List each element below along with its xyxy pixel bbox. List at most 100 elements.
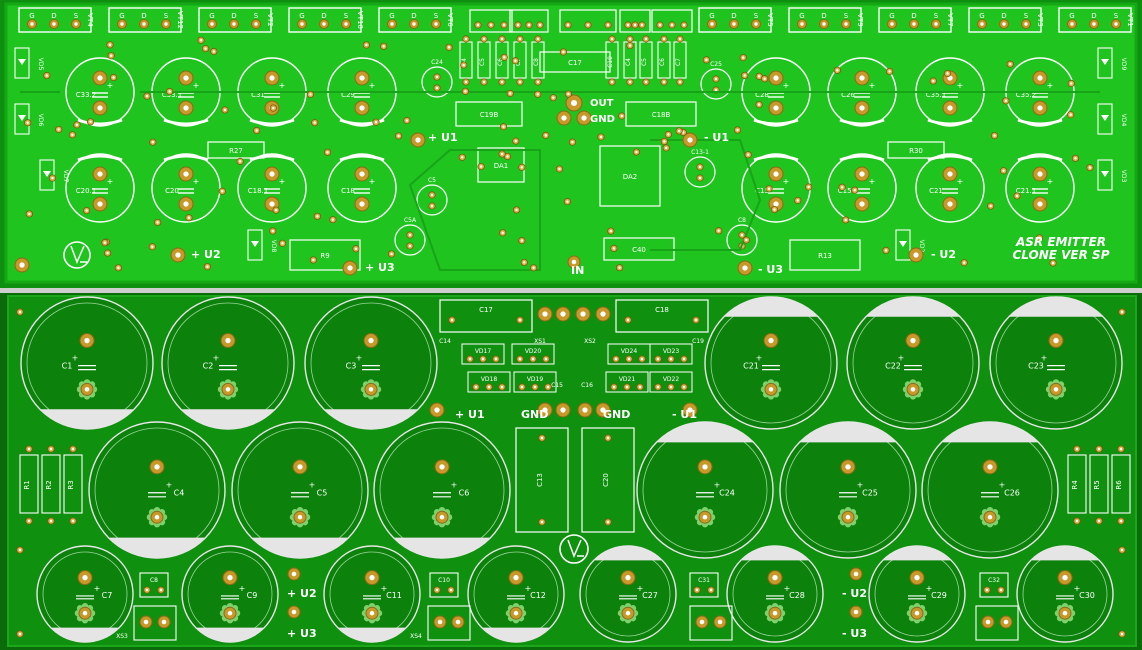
diode-bridge-outline <box>511 343 555 365</box>
terminal-block-outline <box>427 605 471 641</box>
drill-hole <box>84 337 90 344</box>
via-hole <box>670 23 674 27</box>
capacitor-label: C28 <box>789 591 805 600</box>
capacitor-label: C33.1 <box>162 91 182 99</box>
drill-hole <box>439 514 445 520</box>
connector-outline <box>968 7 1042 33</box>
via-hole <box>612 385 616 389</box>
trace <box>650 139 762 251</box>
polarity-mark: + <box>857 480 864 489</box>
pin-label: S <box>844 12 849 20</box>
diode-label: VD7 <box>62 170 69 183</box>
drill-hole <box>439 464 445 470</box>
diode-symbol <box>18 59 26 65</box>
drill-hole <box>225 387 231 392</box>
electrolytic-capacitor: C25+ <box>779 421 917 559</box>
drill-hole <box>625 610 631 616</box>
via-hole <box>736 128 739 132</box>
electrolytic-capacitor: C20+ <box>151 153 221 223</box>
drill-hole <box>297 514 303 520</box>
signature-line-2: CLONE VER SP <box>1012 248 1110 262</box>
drill-hole <box>560 311 566 317</box>
drill-hole <box>30 22 34 26</box>
drill-hole <box>434 22 438 26</box>
via-hole <box>487 385 491 389</box>
drill-hole <box>437 619 443 625</box>
drill-hole <box>561 115 567 121</box>
connector-label: XS3 <box>116 633 128 640</box>
part-label: C19B <box>480 111 499 119</box>
film-capacitor-outline <box>979 572 1009 598</box>
via-hole <box>682 385 686 389</box>
polarity-mark: + <box>1041 353 1048 362</box>
diode-symbol <box>251 241 259 247</box>
drill-hole <box>773 171 779 177</box>
drill-hole <box>845 514 851 520</box>
pin-label: S <box>74 12 79 20</box>
polarity-mark: + <box>356 353 363 362</box>
drill-hole <box>914 610 920 616</box>
diode-symbol <box>18 115 26 121</box>
via-hole <box>743 74 746 77</box>
polarity-band <box>163 118 209 126</box>
via-hole <box>45 74 49 77</box>
via-hole <box>625 385 629 389</box>
drill-hole <box>322 22 326 26</box>
via-hole <box>509 92 512 95</box>
via-hole <box>667 133 670 136</box>
resistor-label: C5 <box>479 58 486 66</box>
film-capacitor-outline <box>139 572 169 598</box>
via-hole <box>546 385 550 389</box>
via-hole <box>558 167 561 171</box>
via-hole <box>840 186 844 189</box>
connector-outline <box>698 7 772 33</box>
via-hole <box>618 266 621 269</box>
drill-hole <box>412 22 416 26</box>
drill-hole <box>359 171 365 177</box>
diode-label: VD5 <box>37 58 44 71</box>
via-hole <box>763 77 766 80</box>
bottom-capacitor-grid: C1+C2+C3+C21+C22+C23+C4+C5+C6+C24+C25+C2… <box>20 296 1123 643</box>
polarity-mark: + <box>637 584 644 593</box>
drill-hole <box>772 575 778 581</box>
via-hole <box>103 241 107 244</box>
pin-label: S <box>434 12 439 20</box>
electrolytic-capacitor: C5+ <box>231 421 369 559</box>
part-label: C17 <box>568 59 582 67</box>
connector-label: XS1 <box>534 338 546 345</box>
via-hole <box>999 588 1003 592</box>
polarity-band <box>723 297 819 317</box>
via-hole <box>223 108 227 112</box>
via-hole <box>518 318 522 322</box>
polarity-mark: + <box>369 177 376 186</box>
polarity-band <box>839 154 885 162</box>
part-label: R13 <box>818 252 832 260</box>
electrolytic-capacitor: C18+ <box>327 153 397 223</box>
drill-hole <box>702 514 708 520</box>
connector-outline <box>288 7 362 33</box>
pin-label: G <box>389 12 394 20</box>
via-hole <box>397 134 400 138</box>
drill-hole <box>74 22 78 26</box>
via-hole <box>1074 157 1077 160</box>
capacitor-label: C35.1 <box>926 91 946 99</box>
transistor-label: VT4 <box>86 13 94 27</box>
drill-hole <box>291 609 297 615</box>
drill-hole <box>560 407 566 413</box>
pin-label: G <box>119 12 124 20</box>
via-hole <box>709 588 713 592</box>
via-hole <box>502 125 505 128</box>
via-hole <box>714 88 718 92</box>
drill-hole <box>269 171 275 177</box>
diode-label: VD17 <box>475 348 492 355</box>
polarity-band <box>77 118 123 126</box>
via-hole <box>482 80 486 84</box>
via-hole <box>187 216 191 219</box>
polarity-band <box>77 154 123 162</box>
polarity-mark: + <box>381 584 388 593</box>
via-hole <box>610 80 614 84</box>
polarity-band <box>39 409 135 429</box>
part-label: C24 <box>431 59 443 66</box>
